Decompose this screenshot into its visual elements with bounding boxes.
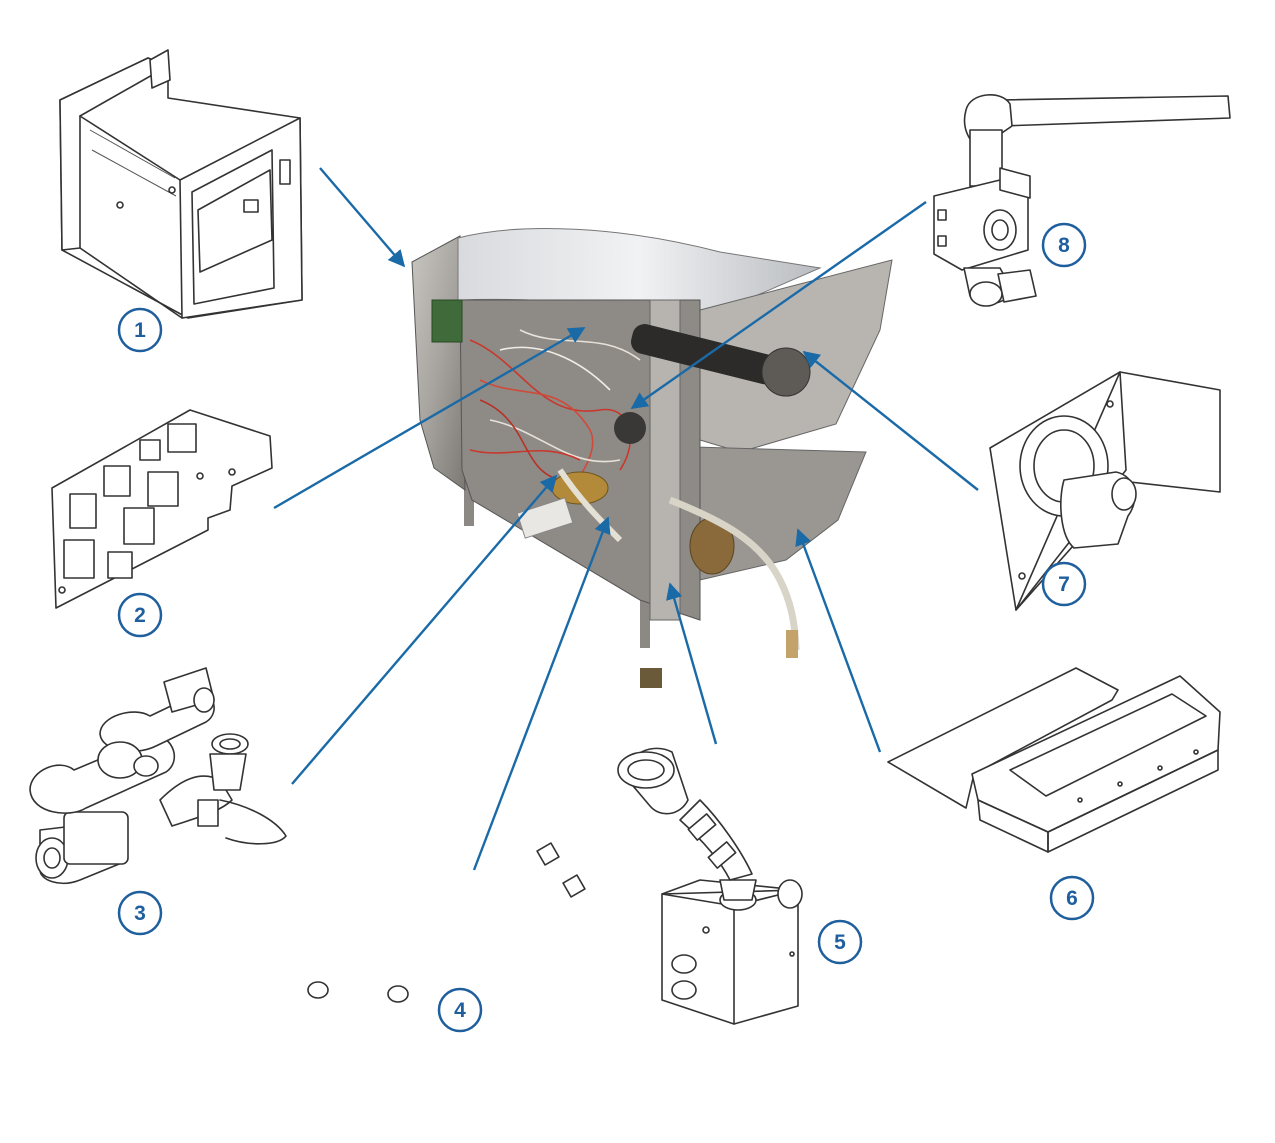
callout-3: 3 xyxy=(117,890,163,936)
callout-label-6: 6 xyxy=(1066,887,1078,910)
callout-4: 4 xyxy=(437,987,483,1033)
unit-leg xyxy=(464,480,474,526)
part-5-steam-generator-box xyxy=(617,747,803,1025)
leader-line-3 xyxy=(291,474,558,785)
callout-1: 1 xyxy=(117,307,163,353)
part-4-heating-elements xyxy=(307,842,586,1003)
callout-2: 2 xyxy=(117,592,163,638)
callout-label-7: 7 xyxy=(1058,573,1070,596)
part-7-blower-motor xyxy=(989,371,1221,611)
part-1-cavity-assembly xyxy=(59,49,303,319)
callout-label-1: 1 xyxy=(134,319,146,342)
leader-lines xyxy=(273,167,979,871)
part-6-drip-tray-assembly xyxy=(887,667,1221,853)
leader-line-4 xyxy=(472,516,611,871)
leader-line-2 xyxy=(273,326,586,510)
leader-line-6 xyxy=(795,528,882,753)
leader-line-7 xyxy=(802,350,979,491)
main-unit-photo xyxy=(411,228,893,688)
leader-line-8 xyxy=(630,201,927,409)
callout-7: 7 xyxy=(1041,561,1087,607)
part-2-control-board xyxy=(51,409,273,609)
callout-label-4: 4 xyxy=(454,999,466,1022)
callout-6: 6 xyxy=(1049,875,1095,921)
callout-8: 8 xyxy=(1041,222,1087,268)
unit-leg xyxy=(640,600,650,648)
callout-label-8: 8 xyxy=(1058,234,1070,257)
leader-line-1 xyxy=(319,167,406,268)
part-3-valve-manifold xyxy=(29,667,287,885)
callout-label-2: 2 xyxy=(134,604,146,627)
callout-label-3: 3 xyxy=(134,902,146,925)
leader-line-5 xyxy=(666,582,718,745)
callout-label-5: 5 xyxy=(834,931,846,954)
callout-5: 5 xyxy=(817,919,863,965)
part-8-solenoid-valve xyxy=(933,94,1231,307)
